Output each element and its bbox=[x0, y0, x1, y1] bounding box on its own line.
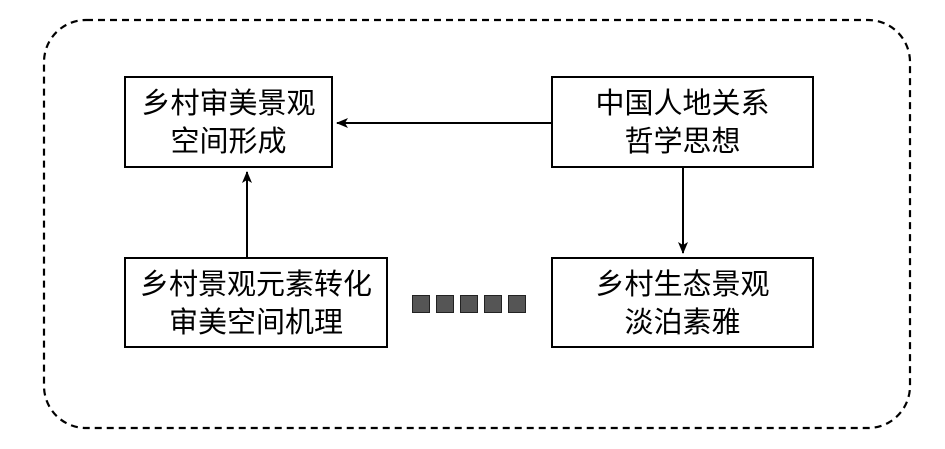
node-aesthetic-landscape-formation: 乡村审美景观 空间形成 bbox=[124, 76, 333, 168]
node-ecology-line2: 淡泊素雅 bbox=[624, 304, 741, 339]
connector-square bbox=[436, 295, 454, 313]
node-philosophy-line1: 中国人地关系 bbox=[595, 86, 770, 120]
connector-square bbox=[508, 295, 526, 313]
connector-square bbox=[460, 295, 478, 313]
dotted-connector bbox=[412, 295, 526, 313]
node-aesthetic-line2: 空间形成 bbox=[170, 124, 287, 158]
node-ecological-landscape: 乡村生态景观 淡泊素雅 bbox=[551, 257, 814, 348]
node-mechanism-line1: 乡村景观元素转化 bbox=[139, 266, 372, 301]
node-ecology-line1: 乡村生态景观 bbox=[595, 266, 770, 301]
node-mechanism-line2: 审美空间机理 bbox=[168, 304, 343, 339]
node-human-land-philosophy: 中国人地关系 哲学思想 bbox=[551, 76, 814, 168]
connector-square bbox=[484, 295, 502, 313]
node-aesthetic-line1: 乡村审美景观 bbox=[141, 86, 316, 120]
node-element-transformation-mechanism: 乡村景观元素转化 审美空间机理 bbox=[124, 257, 388, 348]
connector-square bbox=[412, 295, 430, 313]
node-philosophy-line2: 哲学思想 bbox=[624, 124, 741, 158]
dashed-container bbox=[42, 18, 912, 430]
